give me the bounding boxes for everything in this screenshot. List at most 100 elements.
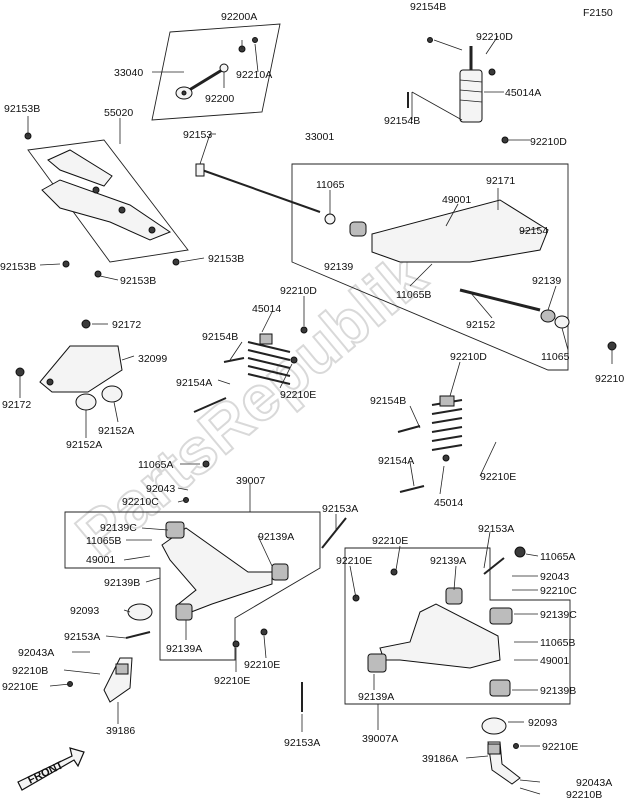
shock-45014-left-part bbox=[247, 326, 308, 385]
label-11065A-r: 11065A bbox=[540, 551, 575, 563]
knuckle-39186-part bbox=[103, 657, 133, 703]
label-92153B-1: 92153B bbox=[4, 103, 40, 115]
bolt-92153-part bbox=[195, 163, 321, 213]
label-92210D-4: 92210D bbox=[450, 351, 487, 363]
frame-arm-left bbox=[64, 511, 321, 661]
label-39007A: 39007A bbox=[362, 733, 398, 745]
label-45014-2: 45014 bbox=[434, 497, 463, 509]
a-arm-39007A-part bbox=[367, 587, 513, 735]
front-arrow-label: FRONT bbox=[26, 759, 66, 787]
label-92139-sw: 92139 bbox=[324, 261, 353, 273]
label-92093-2: 92093 bbox=[528, 717, 557, 729]
label-92210E-2: 92210E bbox=[480, 471, 516, 483]
label-92153A-2: 92153A bbox=[478, 523, 514, 535]
swingarm-part bbox=[324, 199, 617, 351]
label-92210E-1: 92210E bbox=[280, 389, 316, 401]
label-33040: 33040 bbox=[114, 67, 143, 79]
label-92153: 92153 bbox=[183, 129, 212, 141]
frame-arm-right bbox=[344, 547, 571, 705]
label-92043A-1: 92043A bbox=[18, 647, 54, 659]
label-92171: 92171 bbox=[486, 175, 515, 187]
label-92153A-4: 92153A bbox=[284, 737, 320, 749]
label-92154A-2: 92154A bbox=[378, 455, 414, 467]
label-11065B-r: 11065B bbox=[540, 637, 575, 649]
label-49001-l: 49001 bbox=[86, 554, 115, 566]
label-92200: 92200 bbox=[205, 93, 234, 105]
label-92139A-2: 92139A bbox=[430, 555, 466, 567]
label-92139-r: 92139 bbox=[532, 275, 561, 287]
front-arrow: FRONT bbox=[17, 747, 85, 791]
label-92139B-l: 92139B bbox=[104, 577, 140, 589]
label-92093-1: 92093 bbox=[70, 605, 99, 617]
label-92210E-4: 92210E bbox=[336, 555, 372, 567]
label-55020: 55020 bbox=[104, 107, 133, 119]
label-11065A-l: 11065A bbox=[138, 459, 173, 471]
label-92210D-2: 92210D bbox=[530, 136, 567, 148]
knuckle-39186A-part bbox=[487, 741, 521, 785]
label-92172-2: 92172 bbox=[2, 399, 31, 411]
label-92139A-4: 92139A bbox=[358, 691, 394, 703]
label-92139C-l: 92139C bbox=[100, 522, 137, 534]
label-39186A: 39186A bbox=[422, 753, 458, 765]
bracket-55020-part bbox=[41, 149, 172, 241]
label-92172-1: 92172 bbox=[112, 319, 141, 331]
label-92210B-1: 92210B bbox=[12, 665, 48, 677]
label-92210C-l: 92210C bbox=[122, 496, 159, 508]
label-92210: 92210 bbox=[595, 373, 624, 385]
label-92153B-2: 92153B bbox=[0, 261, 36, 273]
label-92153A-1: 92153A bbox=[322, 503, 358, 515]
label-92210E-5: 92210E bbox=[2, 681, 38, 693]
label-92154B-top: 92154B bbox=[410, 1, 446, 13]
label-92043-l: 92043 bbox=[146, 483, 175, 495]
label-45014-1: 45014 bbox=[252, 303, 281, 315]
label-49001-sw: 49001 bbox=[442, 194, 471, 206]
guard-32099-part bbox=[15, 319, 123, 411]
label-92139A-3: 92139A bbox=[166, 643, 202, 655]
label-11065B-l: 11065B bbox=[86, 535, 121, 547]
frame-33040 bbox=[151, 23, 281, 121]
shock-45014-right-part bbox=[431, 395, 463, 462]
label-92154A-1: 92154A bbox=[176, 377, 212, 389]
frame-55020 bbox=[27, 139, 189, 263]
label-92139B-r: 92139B bbox=[540, 685, 576, 697]
label-92210E-7: 92210E bbox=[244, 659, 280, 671]
label-92210B-2: 92210B bbox=[566, 789, 602, 800]
label-92154B-4: 92154B bbox=[370, 395, 406, 407]
label-92152: 92152 bbox=[466, 319, 495, 331]
label-92043-r: 92043 bbox=[540, 571, 569, 583]
label-92210D-3: 92210D bbox=[280, 285, 317, 297]
label-92152A-2: 92152A bbox=[66, 439, 102, 451]
label-32099: 32099 bbox=[138, 353, 167, 365]
label-11065-a: 11065 bbox=[316, 179, 345, 191]
label-39007: 39007 bbox=[236, 475, 265, 487]
label-92154B-3: 92154B bbox=[202, 331, 238, 343]
bracket-33040-part bbox=[175, 37, 258, 100]
label-92139A-1: 92139A bbox=[258, 531, 294, 543]
label-92139C-r: 92139C bbox=[540, 609, 577, 621]
frame-swingarm bbox=[291, 163, 569, 371]
label-92153A-3: 92153A bbox=[64, 631, 100, 643]
label-92153B-3: 92153B bbox=[120, 275, 156, 287]
label-92210D-top: 92210D bbox=[476, 31, 513, 43]
label-92210A: 92210A bbox=[236, 69, 272, 81]
label-92043A-2: 92043A bbox=[576, 777, 612, 789]
label-92153B-4: 92153B bbox=[208, 253, 244, 265]
label-92210E-8: 92210E bbox=[542, 741, 578, 753]
label-92210C-r: 92210C bbox=[540, 585, 577, 597]
label-11065-b: 11065 bbox=[541, 351, 570, 363]
label-33001: 33001 bbox=[305, 131, 334, 143]
label-92200A: 92200A bbox=[221, 11, 257, 23]
shock-45014A-part bbox=[459, 46, 509, 144]
label-49001-r: 49001 bbox=[540, 655, 569, 667]
label-92154B-2: 92154B bbox=[384, 115, 420, 127]
a-arm-39007-part bbox=[127, 521, 289, 621]
label-39186: 39186 bbox=[106, 725, 135, 737]
label-92154-sw: 92154 bbox=[519, 225, 548, 237]
label-92210E-3: 92210E bbox=[372, 535, 408, 547]
label-92152A-1: 92152A bbox=[98, 425, 134, 437]
figure-code: F2150 bbox=[583, 7, 613, 19]
label-11065B-sw: 11065B bbox=[396, 289, 431, 301]
leader-lines bbox=[19, 35, 613, 795]
